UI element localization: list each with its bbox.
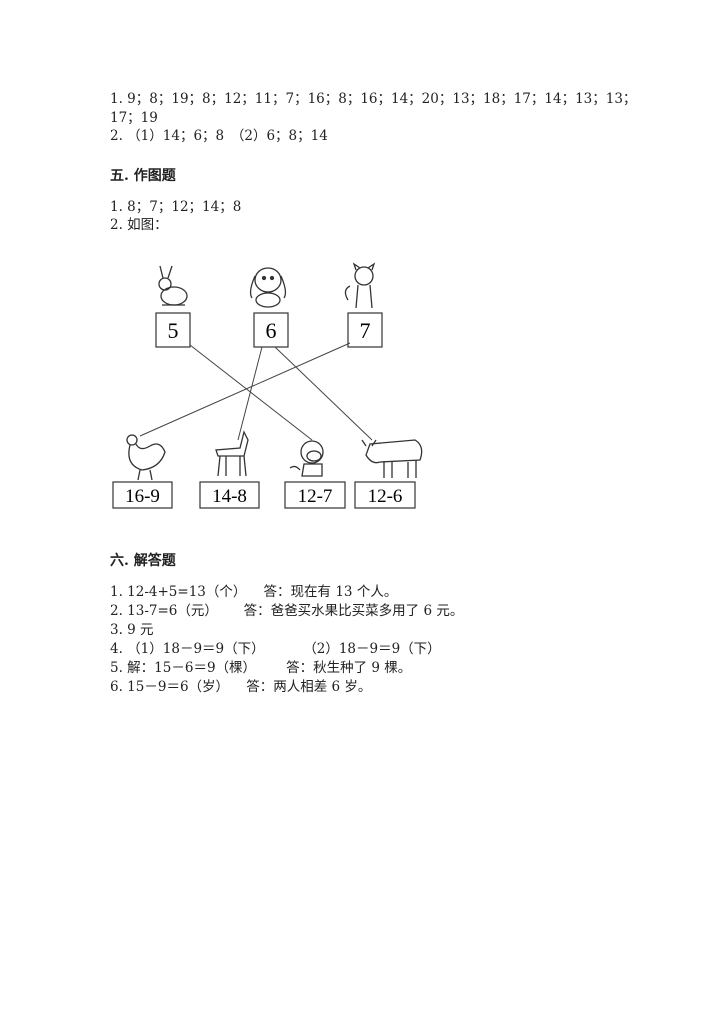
horse-icon bbox=[215, 430, 249, 477]
answer-line: 3. 9 元 bbox=[110, 622, 154, 638]
rooster-icon bbox=[126, 434, 166, 481]
cow-icon bbox=[361, 439, 423, 478]
section-heading: 六. 解答题 bbox=[110, 553, 176, 569]
expression-box-16-9: 16-9 bbox=[112, 481, 173, 509]
match-line-6b bbox=[274, 346, 373, 441]
answer-line: 6. 15－9＝6（岁） 答：两人相差 6 岁。 bbox=[110, 679, 372, 695]
number-box-7: 7 bbox=[347, 312, 383, 348]
match-line-6a bbox=[237, 346, 263, 441]
match-line-5 bbox=[189, 344, 313, 441]
cat-icon bbox=[344, 262, 376, 309]
answer-line: 2. （1）14；6；8 （2）6；8；14 bbox=[110, 128, 328, 144]
match-line-7 bbox=[139, 342, 351, 437]
section-heading: 五. 作图题 bbox=[110, 168, 176, 184]
svg-text:14-8: 14-8 bbox=[212, 486, 247, 507]
matching-diagram: 5 6 7 16-9 14-8 12-7 bbox=[112, 262, 423, 509]
svg-text:16-9: 16-9 bbox=[125, 486, 160, 507]
expression-box-12-6: 12-6 bbox=[354, 481, 416, 509]
expression-box-12-7: 12-7 bbox=[284, 481, 346, 509]
svg-text:7: 7 bbox=[360, 318, 371, 343]
number-box-6: 6 bbox=[253, 312, 289, 348]
monkey-icon bbox=[289, 440, 324, 477]
dog-icon bbox=[249, 267, 287, 308]
expression-box-14-8: 14-8 bbox=[199, 481, 260, 509]
answer-line: 17；19 bbox=[110, 110, 158, 126]
answer-line: 1. 8；7；12；14；8 bbox=[110, 199, 242, 215]
answer-line: 2. 如图： bbox=[110, 217, 168, 233]
answer-line: 2. 13-7=6（元） 答：爸爸买水果比买菜多用了 6 元。 bbox=[110, 603, 464, 619]
answer-line: 1. 12-4+5=13（个） 答：现在有 13 个人。 bbox=[110, 584, 398, 600]
answer-line: 4. （1）18－9＝9（下） （2）18－9＝9（下） bbox=[110, 641, 441, 657]
svg-text:5: 5 bbox=[168, 318, 179, 343]
svg-text:6: 6 bbox=[266, 318, 277, 343]
answer-line: 1. 9；8；19；8；12；11；7；16；8；16；14；20；13；18；… bbox=[110, 91, 637, 107]
svg-text:12-6: 12-6 bbox=[368, 486, 403, 507]
rabbit-icon bbox=[158, 265, 188, 306]
number-box-5: 5 bbox=[155, 312, 191, 348]
answer-line: 5. 解：15－6＝9（棵） 答：秋生种了 9 棵。 bbox=[110, 660, 412, 676]
svg-text:12-7: 12-7 bbox=[298, 486, 333, 507]
